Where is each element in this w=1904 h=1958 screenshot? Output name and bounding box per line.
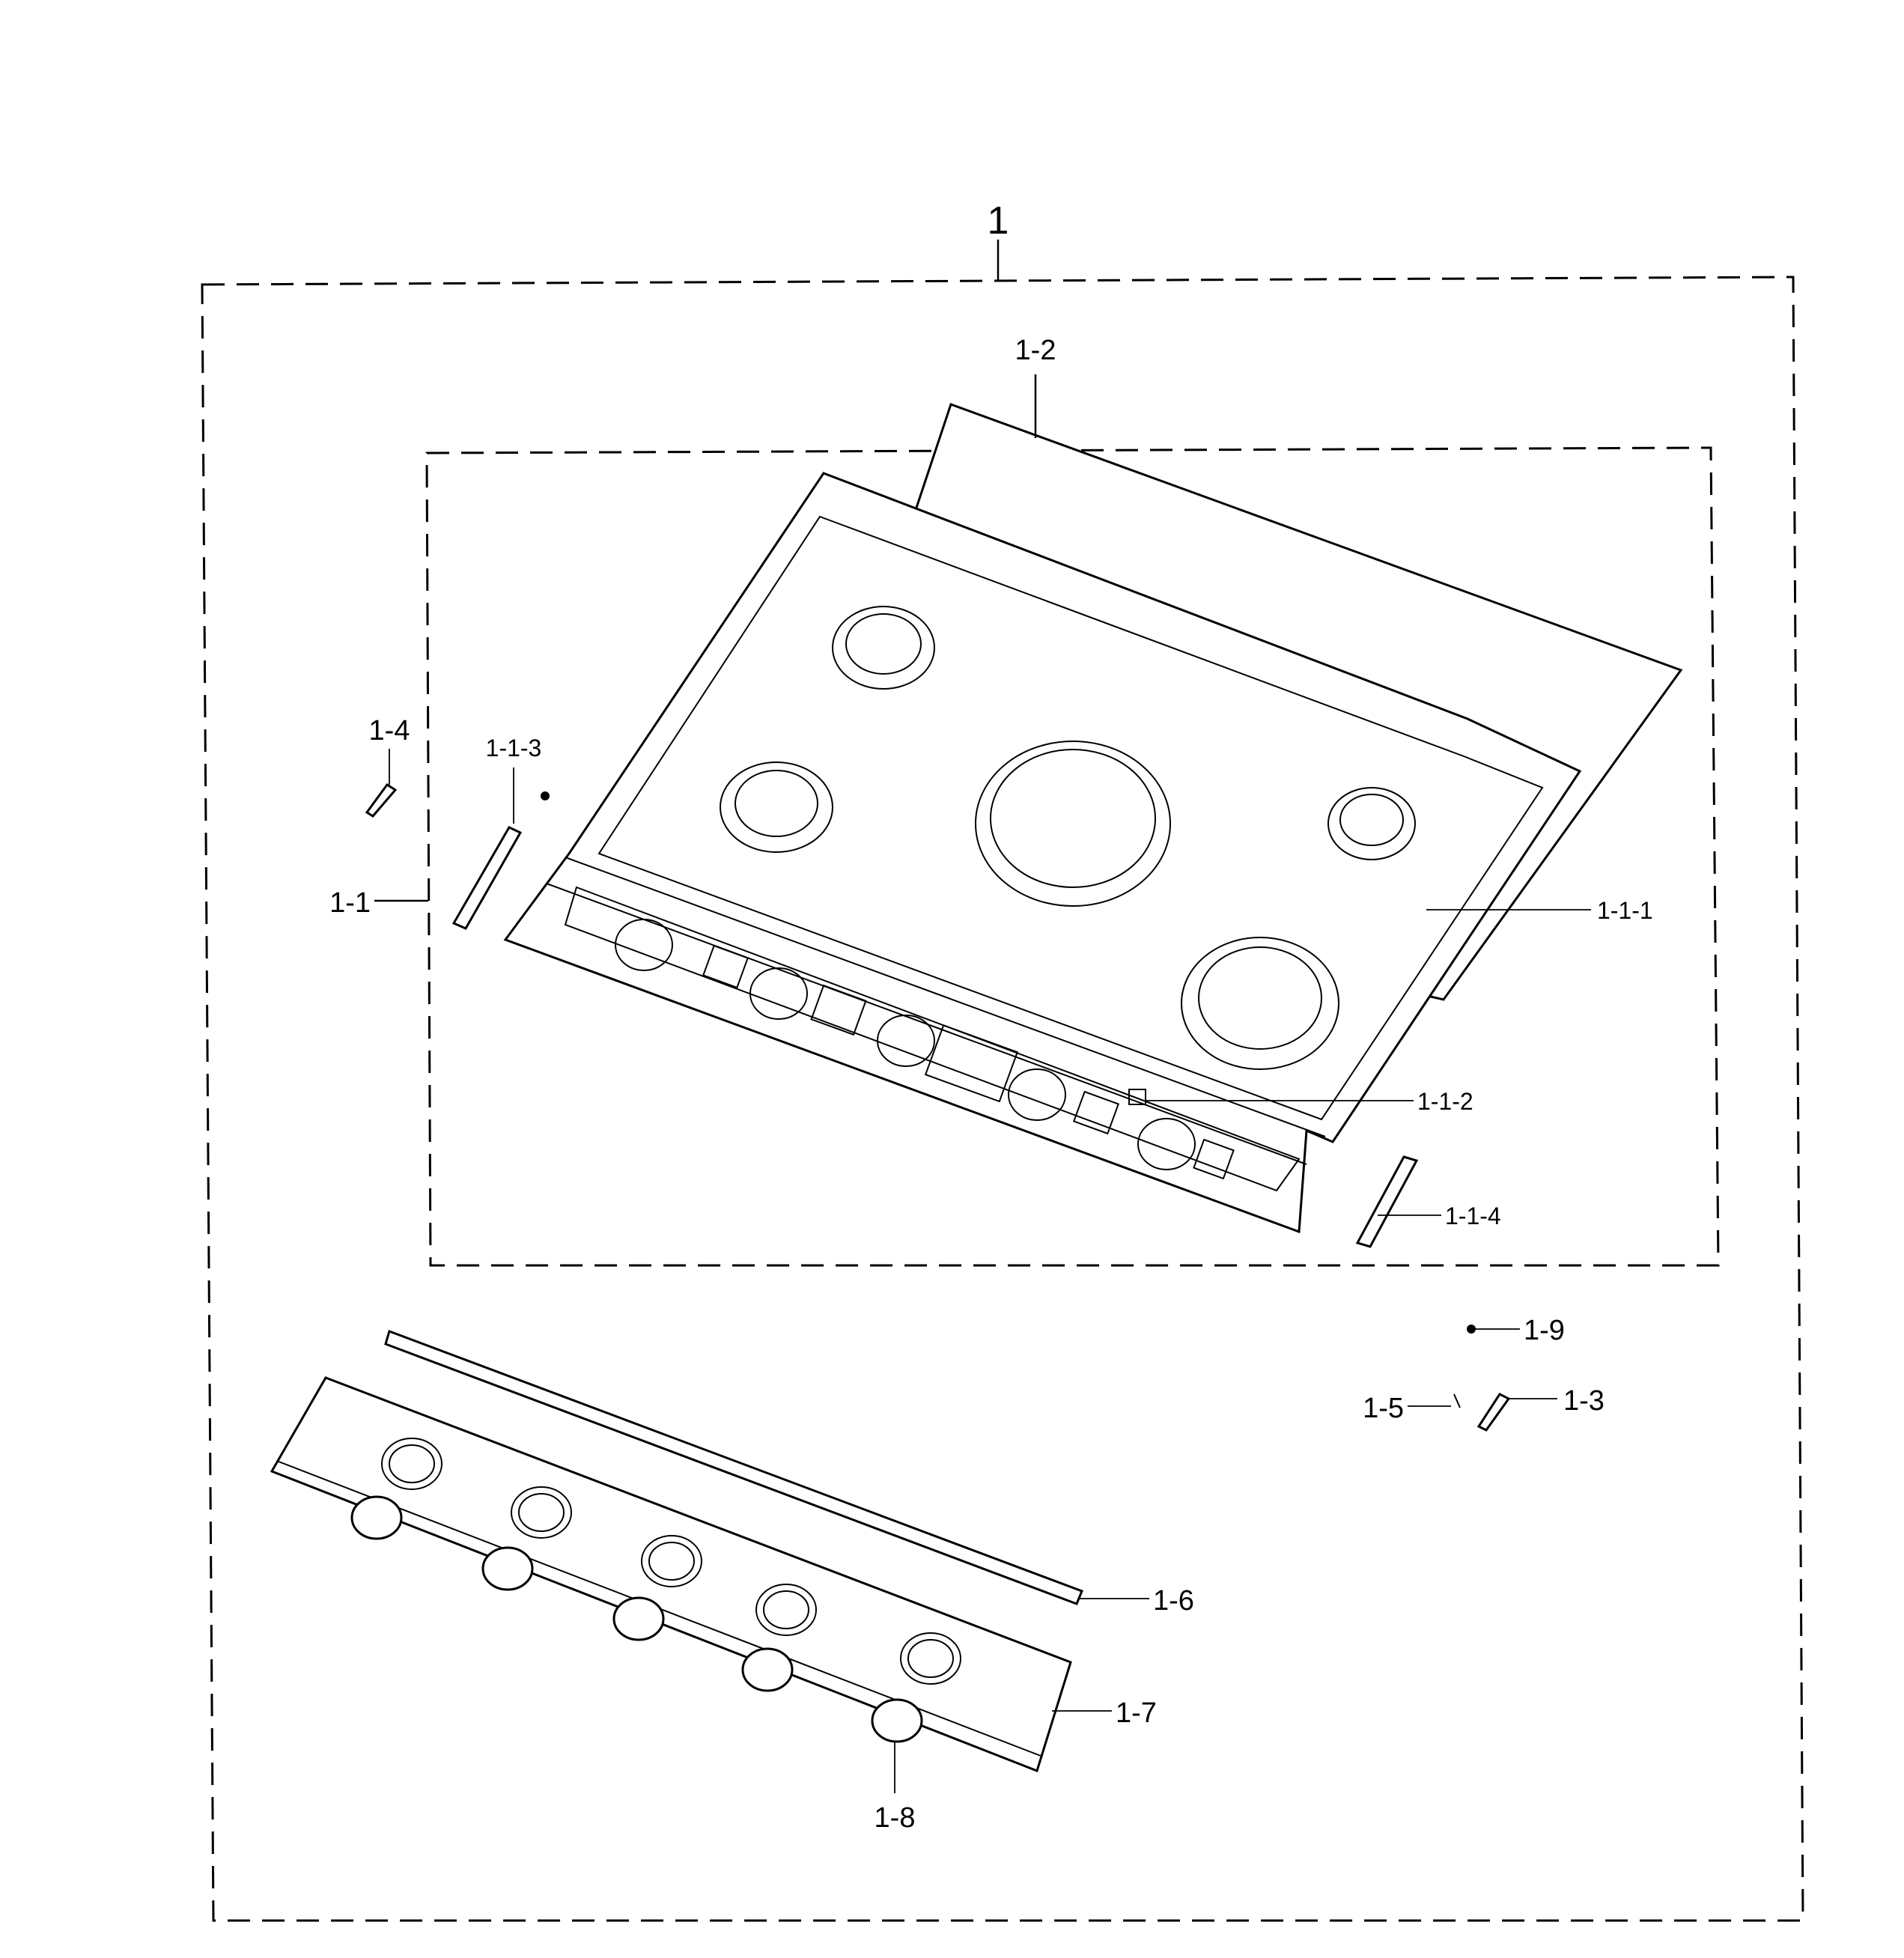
top-panel-inner-rim [597, 515, 1544, 1121]
label-trim-left: 1-1-3 [486, 735, 542, 761]
hinge-left [365, 782, 398, 818]
label-assembly: 1 [988, 199, 1009, 243]
label-control-panel: 1-7 [1116, 1697, 1157, 1729]
label-screw-small: 1-5 [1363, 1393, 1404, 1424]
strip [384, 1330, 1083, 1605]
label-hinge-right: 1-3 [1563, 1385, 1605, 1417]
subassembly-boundary [425, 446, 1720, 1267]
burner-openings [720, 606, 1416, 1070]
label-cooktop-assy: 1-1 [329, 887, 371, 919]
top-panel-frame [503, 472, 1582, 1234]
label-hinge-left: 1-4 [369, 715, 410, 747]
clip-part [541, 791, 550, 800]
label-strip: 1-6 [1153, 1585, 1194, 1617]
knob-rings [350, 1495, 923, 1743]
bracket [1128, 1089, 1146, 1105]
screw-dot [1467, 1325, 1476, 1334]
label-trim-right: 1-1-4 [1445, 1203, 1501, 1229]
label-bracket: 1-1-2 [1417, 1088, 1473, 1115]
trim-right [1355, 1155, 1419, 1248]
label-screw-dot: 1-9 [1524, 1315, 1565, 1346]
hinge-right [1476, 1393, 1511, 1432]
control-panel-holes [381, 1438, 961, 1685]
label-top-panel: 1-1-1 [1597, 897, 1653, 924]
control-face [564, 886, 1301, 1192]
label-knob-ring: 1-8 [875, 1802, 916, 1834]
label-cooktop-sheet: 1-2 [1015, 335, 1056, 366]
trim-left [451, 826, 523, 930]
screw-small [1453, 1393, 1461, 1408]
control-panel [270, 1376, 1072, 1772]
